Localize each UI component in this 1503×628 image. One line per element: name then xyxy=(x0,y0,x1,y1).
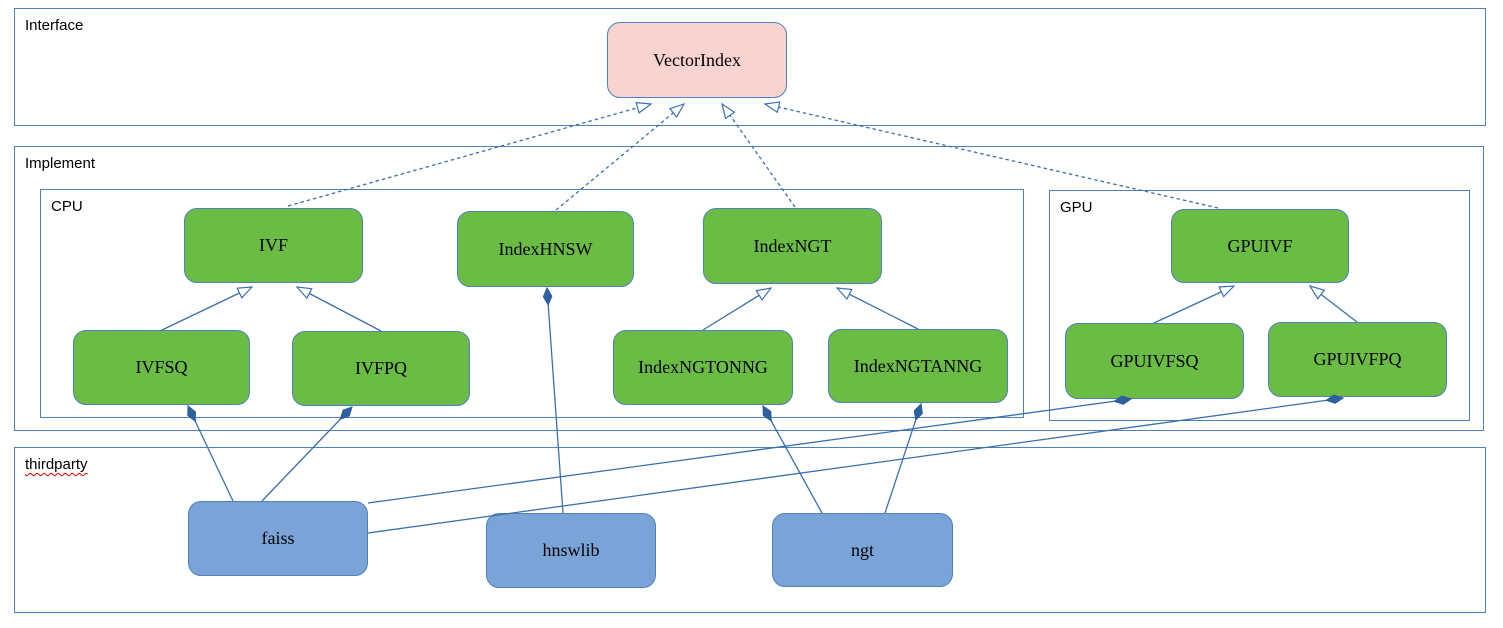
node-label: GPUIVFSQ xyxy=(1110,350,1199,371)
node-GPUIVFSQ[interactable]: GPUIVFSQ xyxy=(1065,323,1244,399)
region-label-implement: Implement xyxy=(25,155,96,172)
region-label-gpu: GPU xyxy=(1060,199,1093,216)
node-label: IndexNGT xyxy=(753,235,832,256)
node-label: hnswlib xyxy=(542,540,600,560)
node-label: IndexNGTONNG xyxy=(638,357,768,377)
node-label: IVFSQ xyxy=(135,357,188,377)
node-IVFSQ[interactable]: IVFSQ xyxy=(73,330,250,405)
node-label: GPUIVFPQ xyxy=(1313,349,1402,369)
node-IndexNGTANNG[interactable]: IndexNGTANNG xyxy=(828,329,1008,403)
node-hnswlib[interactable]: hnswlib xyxy=(486,513,656,588)
node-label: faiss xyxy=(261,528,295,548)
node-IVFPQ[interactable]: IVFPQ xyxy=(292,331,470,406)
region-label-interface: Interface xyxy=(25,17,84,34)
node-ngt[interactable]: ngt xyxy=(772,513,953,587)
node-label: IndexHNSW xyxy=(498,238,593,259)
node-faiss[interactable]: faiss xyxy=(188,501,368,576)
node-IndexNGT[interactable]: IndexNGT xyxy=(703,208,882,284)
node-IndexNGTONNG[interactable]: IndexNGTONNG xyxy=(613,330,793,405)
node-label: IVFPQ xyxy=(354,358,407,378)
node-label: VectorIndex xyxy=(653,49,741,70)
region-label-cpu: CPU xyxy=(51,198,83,215)
node-GPUIVFPQ[interactable]: GPUIVFPQ xyxy=(1268,322,1447,397)
node-label: IVF xyxy=(258,235,288,255)
node-GPUIVF[interactable]: GPUIVF xyxy=(1171,209,1349,283)
node-label: ngt xyxy=(850,539,874,560)
node-VectorIndex[interactable]: VectorIndex xyxy=(607,22,787,98)
region-label-thirdparty: thirdparty xyxy=(25,456,88,473)
node-IVF[interactable]: IVF xyxy=(184,208,363,283)
node-label: GPUIVF xyxy=(1227,235,1293,256)
node-label: IndexNGTANNG xyxy=(853,355,983,376)
node-IndexHNSW[interactable]: IndexHNSW xyxy=(457,211,634,287)
